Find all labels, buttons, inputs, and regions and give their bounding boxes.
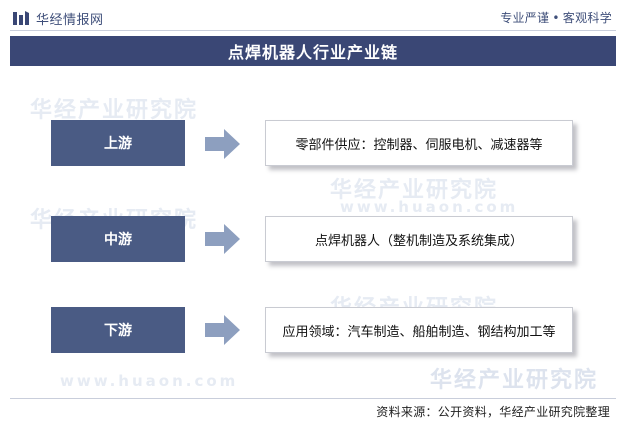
top-divider — [10, 30, 616, 31]
bottom-divider — [10, 398, 616, 399]
page-title: 点焊机器人行业产业链 — [10, 36, 616, 66]
tagline-right: 客观科学 — [562, 11, 612, 25]
right-arrow-icon — [205, 129, 240, 159]
watermark-text: 华经产业研究院 — [330, 178, 499, 203]
bar-logo-icon — [13, 11, 29, 25]
tagline-left: 专业严谨 — [500, 11, 550, 25]
right-arrow-icon — [205, 224, 240, 254]
stage-label-box: 上游 — [51, 120, 185, 166]
stage-label-box: 下游 — [51, 307, 185, 353]
right-arrow-icon — [205, 315, 240, 345]
tagline-separator: • — [552, 11, 560, 25]
tagline: 专业严谨•客观科学 — [500, 9, 612, 26]
watermark-url: www.huaon.com — [340, 198, 519, 216]
watermark-url: www.huaon.com — [60, 372, 239, 390]
stage-label-box: 中游 — [51, 216, 185, 262]
brand-name: 华经情报网 — [36, 12, 104, 28]
watermark-text: 华经产业研究院 — [430, 368, 599, 393]
brand: 华经情报网 — [12, 8, 104, 28]
stage-content-box: 点焊机器人（整机制造及系统集成） — [265, 216, 573, 262]
stage-content-box: 应用领域：汽车制造、船舶制造、钢结构加工等 — [265, 307, 573, 353]
source-note: 资料来源：公开资料，华经产业研究院整理 — [376, 405, 610, 419]
stage-content-box: 零部件供应：控制器、伺服电机、减速器等 — [265, 120, 573, 166]
